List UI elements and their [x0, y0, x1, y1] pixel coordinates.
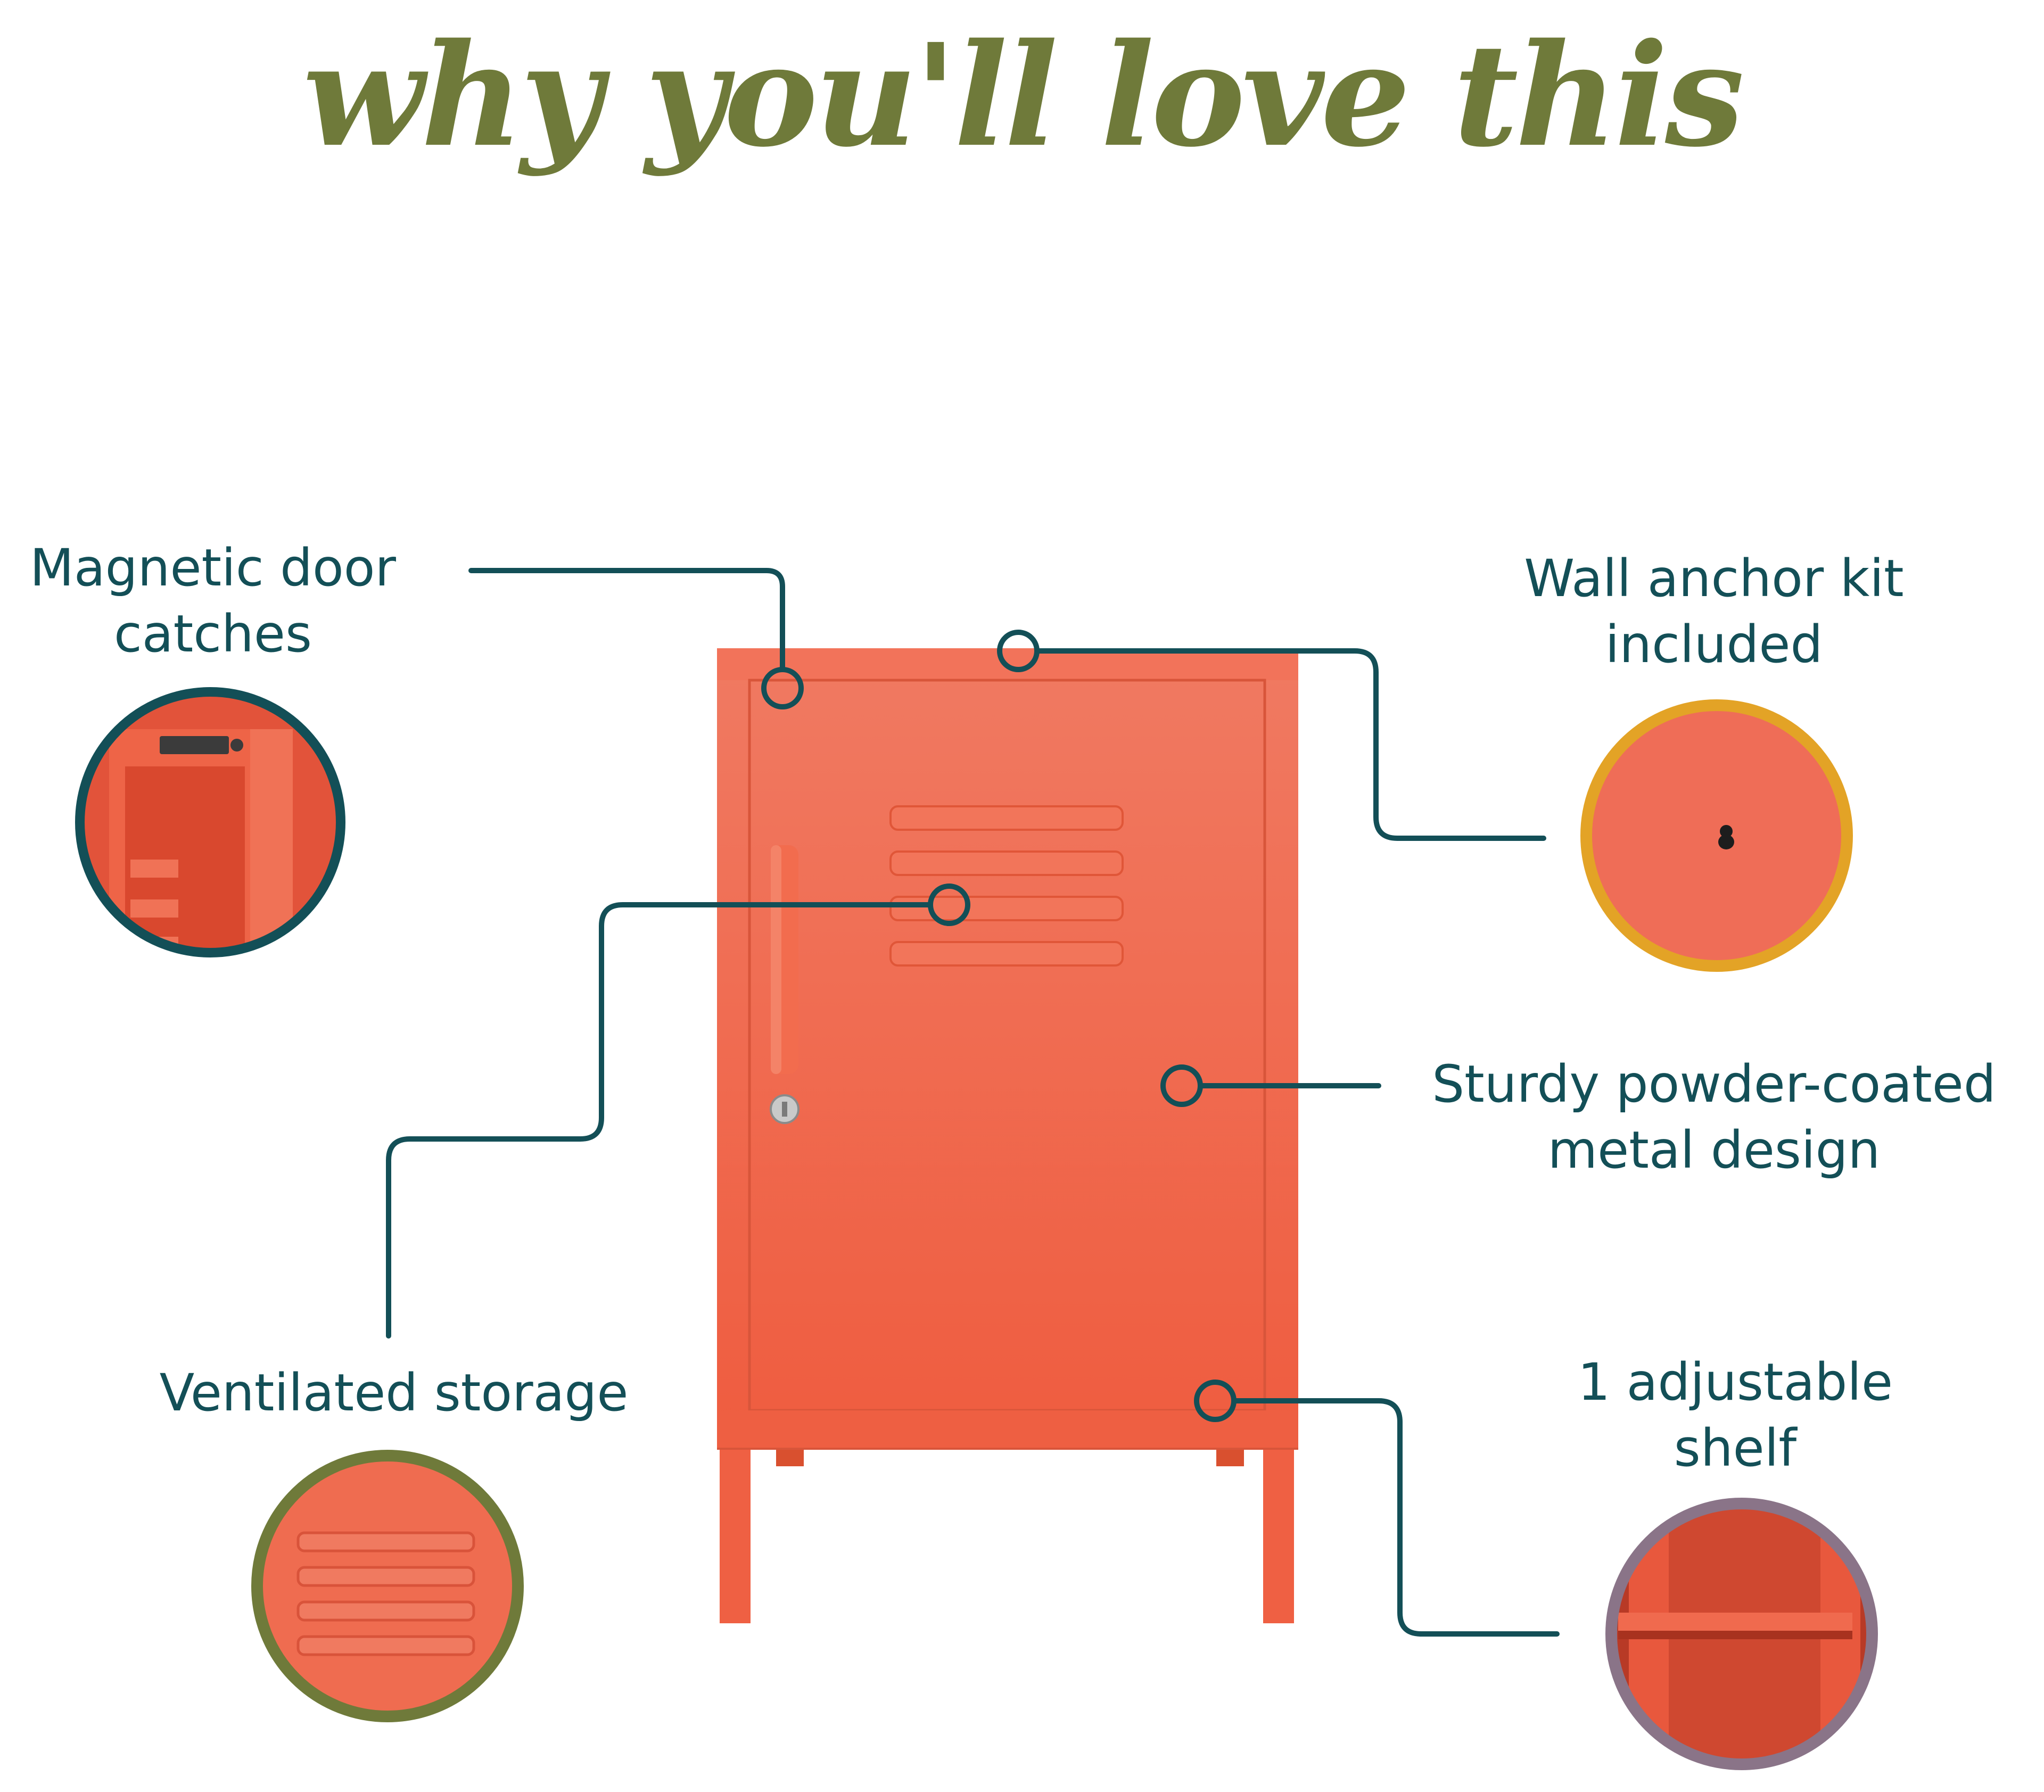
cabinet-vents — [889, 805, 1124, 967]
feature-label-ventilated-storage: Ventilated storage — [112, 1360, 676, 1426]
callout-marker — [928, 883, 970, 926]
detail-circle-wall-anchor — [1580, 699, 1853, 972]
lock-icon — [770, 1094, 800, 1124]
feature-label-line: catches — [114, 604, 312, 664]
callout-lines — [386, 568, 1560, 1637]
detail-circle-ventilated — [251, 1450, 524, 1722]
feature-label-line: included — [1605, 615, 1823, 674]
cabinet-leg — [1263, 1437, 1294, 1623]
callout-marker — [997, 630, 1040, 672]
detail-circle-shelf — [1605, 1498, 1878, 1770]
feature-label-line: metal design — [1547, 1120, 1881, 1180]
callout-line-wall-anchor — [1035, 648, 1546, 841]
feature-label-magnetic-door: Magnetic door catches — [0, 535, 426, 667]
callout-line-shelf — [1231, 1398, 1560, 1637]
feature-label-line: Ventilated storage — [159, 1363, 629, 1423]
feature-label-line: Magnetic door — [30, 538, 396, 598]
cabinet-body — [717, 648, 1298, 1448]
callout-marker — [761, 667, 804, 709]
callout-line-ventilated — [386, 902, 933, 1339]
locker-cabinet — [717, 648, 1298, 1623]
feature-label-line: Sturdy powder-coated — [1432, 1054, 1996, 1114]
callout-marker — [1194, 1380, 1237, 1422]
cabinet-leg — [720, 1437, 751, 1623]
feature-label-sturdy-metal: Sturdy powder-coated metal design — [1395, 1051, 2033, 1183]
page-title: why you'll love this — [302, 13, 1744, 178]
detail-circle-magnetic — [75, 687, 345, 957]
feature-label-line: Wall anchor kit — [1524, 549, 1904, 608]
callout-line-magnetic — [468, 568, 785, 672]
callout-markers — [761, 630, 1237, 1422]
callout-marker — [1160, 1064, 1203, 1107]
feature-label-adjustable-shelf: 1 adjustable shelf — [1533, 1349, 1938, 1481]
feature-label-line: 1 adjustable — [1577, 1352, 1893, 1412]
feature-label-wall-anchor: Wall anchor kit included — [1490, 546, 1938, 678]
feature-label-line: shelf — [1674, 1418, 1797, 1478]
keyhole-icon — [1718, 825, 1734, 849]
